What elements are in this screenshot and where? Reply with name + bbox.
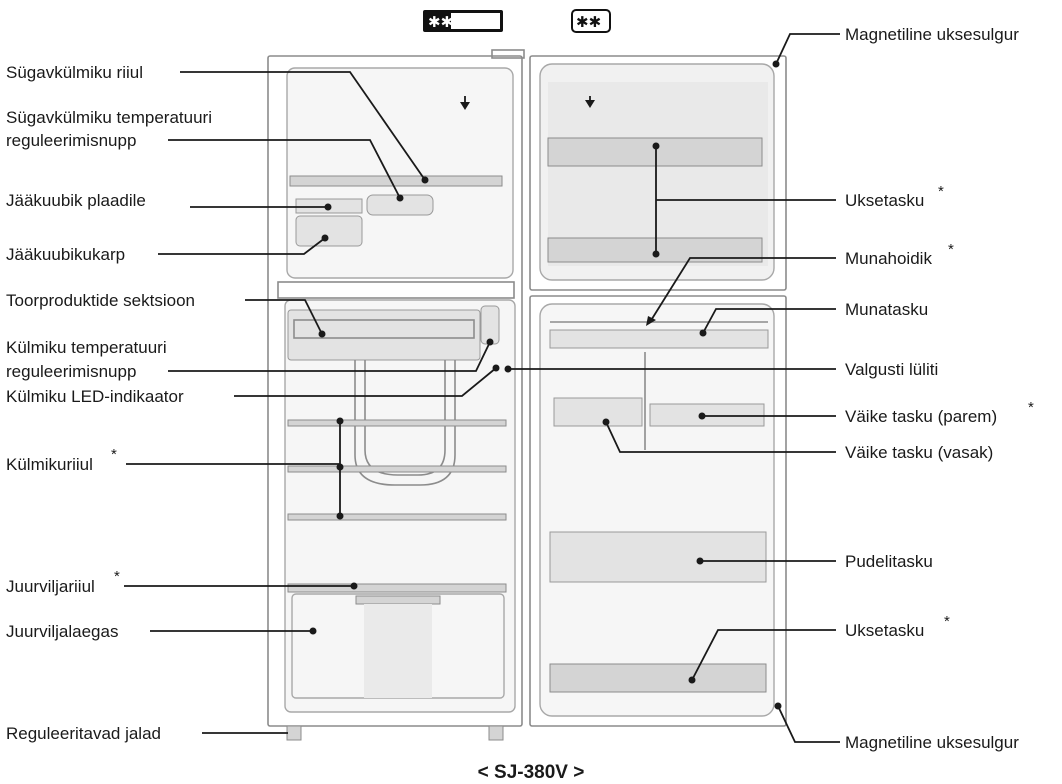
fridge-shelf-2 (287, 465, 507, 473)
freezer-door (529, 55, 787, 291)
label-fresh-section: Toorproduktide sektsioon (6, 291, 195, 310)
label-fridge-temp-line1: Külmiku temperatuuri (6, 338, 167, 357)
asterisk-veg-shelf: * (114, 568, 120, 585)
asterisk-egg-holder: * (948, 241, 954, 258)
right-labels: Magnetiline uksesulgur Uksetasku * Munah… (845, 25, 1034, 752)
freezer-star-badge: ✱✱✱✱ (423, 10, 503, 32)
label-door-pocket-bottom: Uksetasku (845, 621, 924, 640)
freezer-shelf (289, 175, 503, 187)
small-pocket-left (553, 397, 643, 427)
fridge-temp-knob (480, 305, 500, 345)
fresh-section (287, 309, 481, 361)
label-bottle-pocket: Pudelitasku (845, 552, 933, 571)
label-magnet-top: Magnetiline uksesulgur (845, 25, 1019, 44)
badge-arrows (460, 96, 595, 110)
left-leader-lines (124, 71, 500, 734)
label-egg-holder: Munahoidik (845, 249, 932, 268)
label-ice-box: Jääkuubikukarp (6, 245, 125, 264)
label-fridge-temp-line2: reguleerimisnupp (6, 362, 136, 381)
label-ice-tray: Jääkuubik plaadile (6, 191, 146, 210)
adjustable-foot-left (286, 725, 302, 741)
label-fridge-shelf: Külmikuriiul (6, 455, 93, 474)
label-feet: Reguleeritavad jalad (6, 724, 161, 743)
label-veg-box: Juurviljalaegas (6, 622, 118, 641)
label-freezer-temp-line1: Sügavkülmiku temperatuuri (6, 108, 212, 127)
ice-box (295, 215, 363, 247)
refrigerator-cabinet (267, 49, 525, 741)
label-magnet-bottom: Magnetiline uksesulgur (845, 733, 1019, 752)
label-freezer-shelf: Sügavkülmiku riiul (6, 63, 143, 82)
freezer-star-rating: ✱✱✱✱ (428, 13, 478, 31)
freezer-door-pocket-1 (547, 137, 763, 167)
label-veg-shelf: Juurviljariiul (6, 577, 95, 596)
egg-pocket (549, 329, 769, 349)
asterisk-small-pocket-right: * (1028, 399, 1034, 416)
adjustable-foot-right (488, 725, 504, 741)
vegetable-shelf (287, 583, 507, 593)
model-caption: < SJ-380V > (478, 762, 585, 783)
label-led-indicator: Külmiku LED-indikaator (6, 387, 184, 406)
fridge-door-pocket (549, 663, 767, 693)
label-small-pocket-right: Väike tasku (parem) (845, 407, 997, 426)
label-egg-pocket: Munatasku (845, 300, 928, 319)
label-freezer-temp-line2: reguleerimisnupp (6, 131, 136, 150)
fridge-shelf-3 (287, 513, 507, 521)
small-pocket-right (649, 403, 765, 427)
door-star-badge: ✱✱ (571, 9, 611, 33)
bottle-pocket (549, 531, 767, 583)
vegetable-box-handle (355, 595, 441, 605)
door-star-rating: ✱✱ (576, 13, 601, 31)
label-door-pocket-top: Uksetasku (845, 191, 924, 210)
left-labels: Sügavkülmiku riiul Sügavkülmiku temperat… (6, 63, 212, 743)
fridge-shelf-1 (287, 419, 507, 427)
asterisk-door-pocket-top: * (938, 183, 944, 200)
asterisk-door-pocket-bottom: * (944, 613, 950, 630)
right-leader-lines (504, 33, 840, 743)
freezer-door-pocket-2 (547, 237, 763, 263)
label-small-pocket-left: Väike tasku (vasak) (845, 443, 993, 462)
asterisk-fridge-shelf: * (111, 446, 117, 463)
refrigerator-doors (529, 55, 787, 727)
fridge-door (529, 295, 787, 727)
label-light-switch: Valgusti lüliti (845, 360, 938, 379)
